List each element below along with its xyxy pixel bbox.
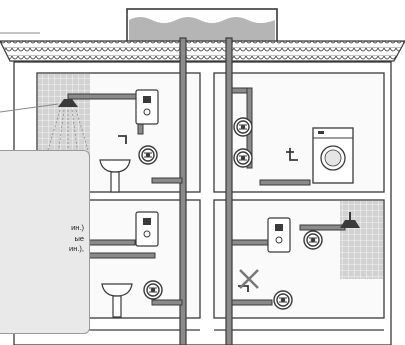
crossed-valve-icon <box>238 269 259 292</box>
roof <box>0 40 405 62</box>
circulation-pump-icon <box>233 148 253 168</box>
circulation-pump-icon <box>233 117 253 137</box>
washing-machine-icon <box>312 127 354 184</box>
callout-line: ин.), <box>69 244 84 253</box>
shower-head-icon <box>340 212 360 228</box>
circulation-pump-icon <box>303 230 323 250</box>
callout-line: ые <box>74 233 84 243</box>
callout-text: ин.) ые ин.), <box>4 223 84 255</box>
shower-head-icon <box>47 99 89 157</box>
callout-leader <box>0 32 59 113</box>
info-callout <box>0 150 90 334</box>
circulation-pump-icon <box>138 145 158 165</box>
circulation-pump-icon <box>143 280 163 300</box>
water-heater-icon <box>267 217 291 253</box>
faucet-icon <box>118 135 298 161</box>
wash-basin-icon <box>99 159 133 318</box>
water-heater-icon <box>135 211 159 247</box>
water-tank <box>126 8 278 44</box>
water-heater-icon <box>135 89 159 125</box>
callout-line: ин.) <box>71 223 84 232</box>
riser-pipes <box>179 37 233 345</box>
circulation-pump-icon <box>273 290 293 310</box>
